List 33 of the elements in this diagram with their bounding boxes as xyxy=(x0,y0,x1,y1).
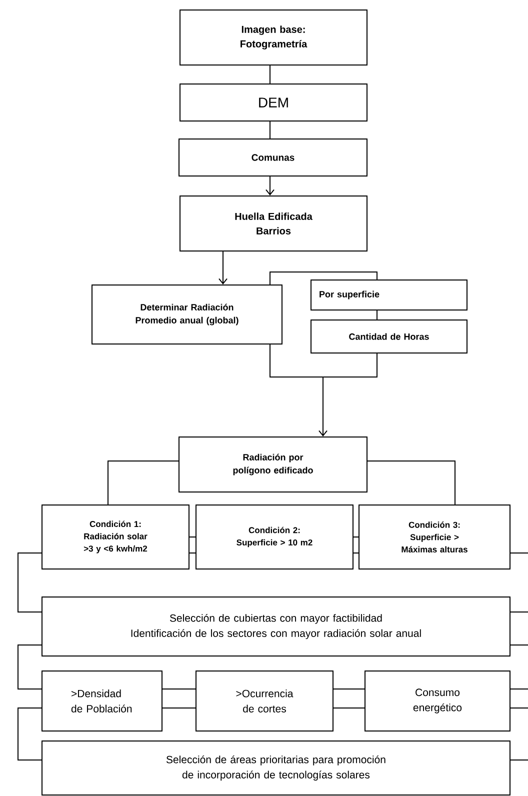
connector-line xyxy=(333,688,365,690)
process-box: Condición 3: Superficie > Máximas alturas xyxy=(358,504,510,570)
process-box: Huella Edificada Barrios xyxy=(180,196,368,252)
connector-line xyxy=(353,552,359,554)
connector-line xyxy=(189,536,196,538)
connector-line xyxy=(162,688,196,690)
arrow xyxy=(218,251,228,284)
connector-line xyxy=(18,708,42,760)
process-box: Por superficie xyxy=(310,280,468,310)
process-box: Consumo energético xyxy=(364,670,510,732)
process-box: Radiación por polígono edificado xyxy=(178,436,368,492)
connector-line xyxy=(18,552,42,612)
connector-line xyxy=(189,552,196,554)
connector-line xyxy=(367,460,456,505)
connector-line xyxy=(353,536,359,538)
process-box: Determinar Radiación Promedio anual (global) xyxy=(92,284,282,344)
connector-line xyxy=(108,460,179,505)
process-box: Comunas xyxy=(178,138,368,176)
process-box: Condición 1: Radiación solar >3 y <6 kwh/m2 xyxy=(42,504,190,570)
process-box: Condición 2: Superficie > 10 m2 xyxy=(196,504,354,570)
connector-line xyxy=(18,644,42,690)
process-box: >Ocurrencia de cortes xyxy=(196,670,334,732)
arrow xyxy=(318,377,328,437)
arrow xyxy=(266,176,274,196)
process-box: Selección de áreas prioritarias para promoción de incorporación de tecnologías solares xyxy=(42,740,510,796)
process-box: Selección de cubiertas con mayor factibilidad Identificación de los sectores con mayor radiación solar anual xyxy=(42,596,510,656)
connector-line xyxy=(510,644,528,646)
process-box: >Densidad de Población xyxy=(42,670,162,732)
process-box: Imagen base: Fotogrametría xyxy=(180,10,368,66)
connector-line xyxy=(510,688,528,690)
connector-line xyxy=(510,552,528,554)
process-box: DEM xyxy=(180,84,368,122)
process-box: Cantidad de Horas xyxy=(310,320,468,354)
